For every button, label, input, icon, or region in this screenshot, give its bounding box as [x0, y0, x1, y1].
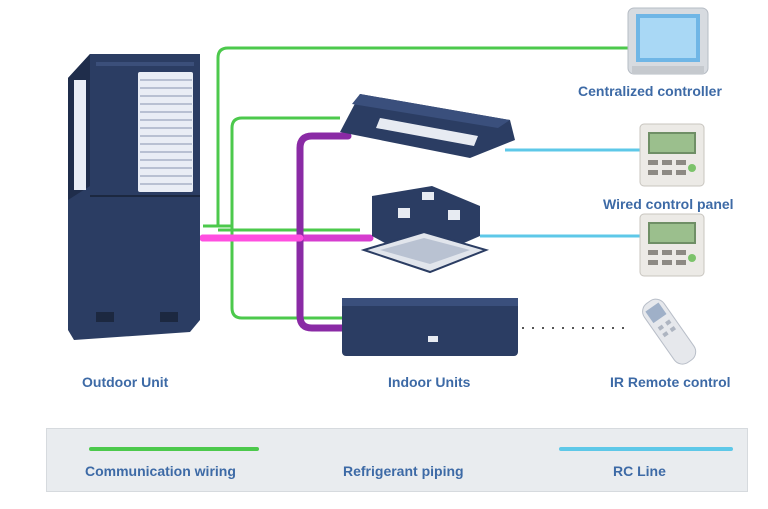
outdoor-unit-label: Outdoor Unit — [82, 374, 169, 390]
wired-control-panel-icon-2 — [639, 213, 705, 277]
indoor-units-label: Indoor Units — [388, 374, 471, 390]
legend-refrigerant-label: Refrigerant piping — [343, 463, 464, 479]
legend-rc-label: RC Line — [613, 463, 666, 479]
ir-remote-label: IR Remote control — [610, 374, 731, 390]
wired-control-panel-icon-1 — [639, 123, 705, 187]
ceiling-indoor-unit-icon — [340, 94, 515, 158]
communication-wiring — [203, 46, 628, 320]
rc-lines — [480, 148, 640, 238]
refrigerant-piping — [199, 132, 374, 332]
centralized-controller-icon — [627, 7, 709, 75]
wired-control-panel-label: Wired control panel — [603, 196, 734, 212]
ir-remote-icon — [642, 298, 697, 365]
cassette-indoor-unit-icon — [360, 186, 490, 274]
centralized-controller-label: Centralized controller — [578, 83, 722, 99]
legend-swatches — [89, 445, 733, 453]
wall-indoor-unit-icon — [342, 298, 518, 356]
outdoor-unit-icon — [68, 54, 200, 340]
legend-communication-label: Communication wiring — [85, 463, 236, 479]
legend: Communication wiring Refrigerant piping … — [46, 428, 748, 492]
